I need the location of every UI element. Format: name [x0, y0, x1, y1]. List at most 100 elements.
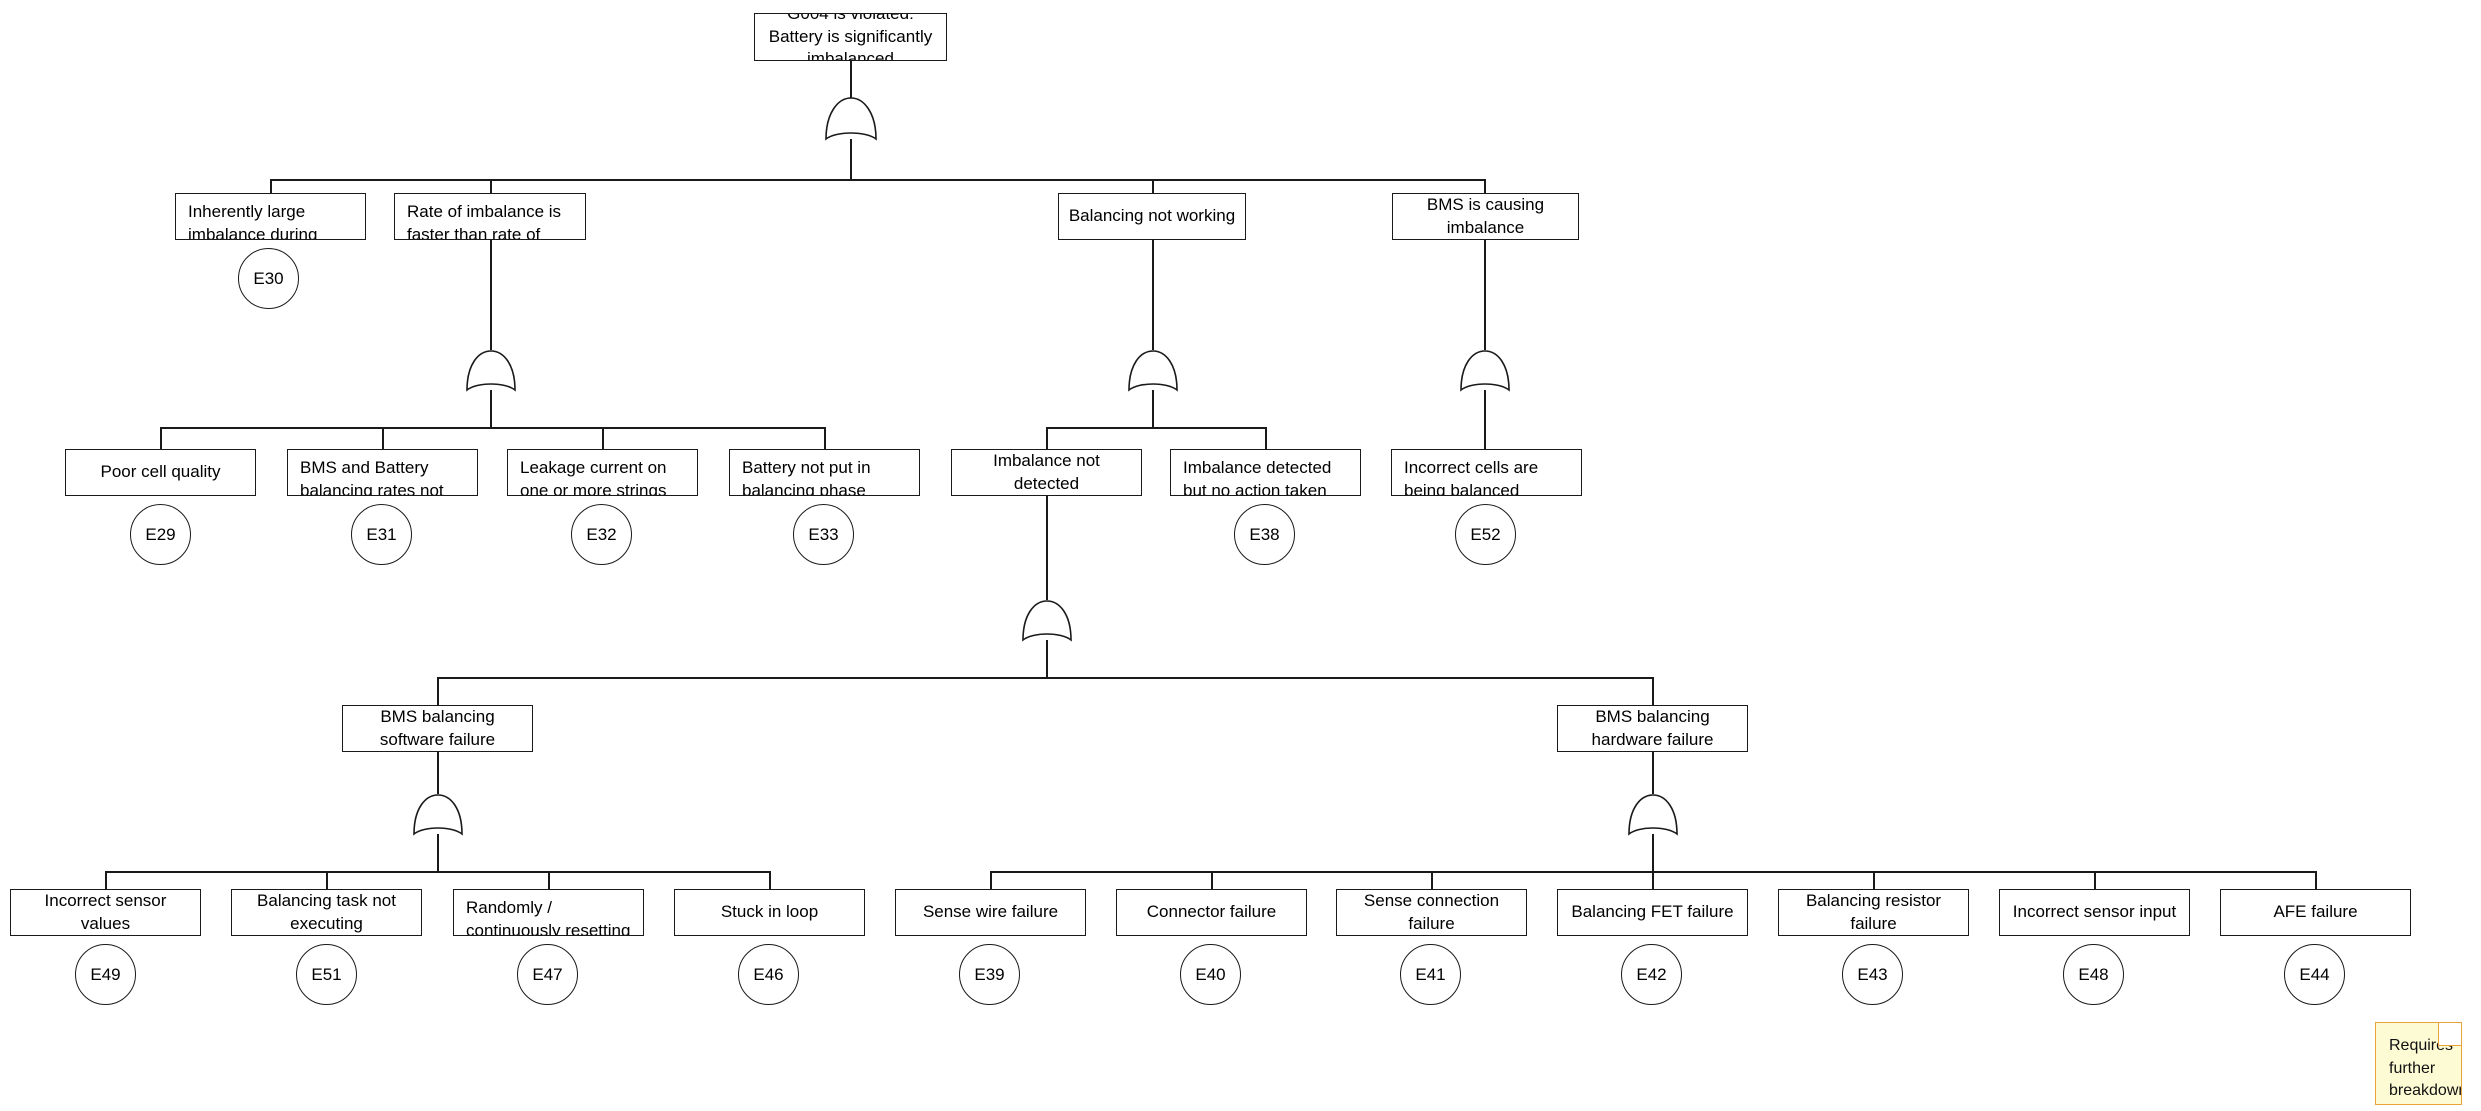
event-circle-e44[interactable]: E44: [2284, 944, 2345, 1005]
connector-gate6-stem: [437, 834, 439, 871]
node-rate-of-imbalance[interactable]: Rate of imbalance is faster than rate of…: [394, 193, 586, 240]
node-label: Sense connection failure: [1363, 890, 1500, 933]
drop-l2-b: [490, 179, 492, 193]
node-balancing-task-not-executing[interactable]: Balancing task not executing: [231, 889, 422, 936]
node-leakage-current[interactable]: Leakage current on one or more strings: [507, 449, 698, 496]
node-incorrect-cells-being-balanced[interactable]: Incorrect cells are being balanced: [1391, 449, 1582, 496]
event-circle-e29[interactable]: E29: [130, 504, 191, 565]
node-label: BMS and Battery balancing rates not matc…: [300, 458, 444, 496]
event-circle-e52[interactable]: E52: [1455, 504, 1516, 565]
event-circle-e47[interactable]: E47: [517, 944, 578, 1005]
node-label: Leakage current on one or more strings: [520, 458, 667, 496]
connector-gate3-stem: [1152, 390, 1154, 427]
or-gate-imbalance-not-detected: [1019, 598, 1075, 646]
node-balancing-not-working[interactable]: Balancing not working: [1058, 193, 1246, 240]
node-label: Connector failure: [1146, 902, 1277, 922]
drop-l3-f: [1265, 427, 1267, 449]
node-stuck-in-loop[interactable]: Stuck in loop: [674, 889, 865, 936]
event-circle-e41[interactable]: E41: [1400, 944, 1461, 1005]
event-circle-e46[interactable]: E46: [738, 944, 799, 1005]
sticky-note-requires-further-breakdown[interactable]: Requires further breakdown: [2375, 1022, 2462, 1105]
drop-l5-f: [1211, 871, 1213, 889]
bus-gate1: [270, 179, 1485, 181]
event-id: E30: [253, 268, 284, 288]
or-gate-hardware-failure: [1625, 792, 1681, 840]
or-gate-software-failure: [410, 792, 466, 840]
drop-l5-k: [2315, 871, 2317, 889]
event-circle-e33[interactable]: E33: [793, 504, 854, 565]
event-circle-e31[interactable]: E31: [351, 504, 412, 565]
node-poor-cell-quality[interactable]: Poor cell quality: [65, 449, 256, 496]
bus-gate2: [160, 427, 825, 429]
event-circle-e39[interactable]: E39: [959, 944, 1020, 1005]
drop-l5-g: [1431, 871, 1433, 889]
node-balancing-resistor-failure[interactable]: Balancing resistor failure: [1778, 889, 1969, 936]
node-label: Stuck in loop: [720, 902, 819, 922]
node-label: AFE failure: [2273, 902, 2358, 922]
or-gate-bms-causing-imbalance: [1457, 348, 1513, 396]
node-randomly-continuously-resetting[interactable]: Randomly / continuously resetting: [453, 889, 644, 936]
node-bms-causing-imbalance[interactable]: BMS is causing imbalance: [1392, 193, 1579, 240]
drop-l5-a: [105, 871, 107, 889]
node-label: Inherently large imbalance during batter…: [188, 202, 318, 240]
node-label: BMS balancing hardware failure: [1591, 706, 1714, 749]
node-label: Imbalance detected but no action taken: [1183, 458, 1332, 496]
connector-l3e-to-gate5: [1046, 496, 1048, 600]
event-circle-e42[interactable]: E42: [1621, 944, 1682, 1005]
node-afe-failure[interactable]: AFE failure: [2220, 889, 2411, 936]
event-circle-e32[interactable]: E32: [571, 504, 632, 565]
event-id: E46: [753, 964, 784, 984]
drop-l5-b: [326, 871, 328, 889]
event-circle-e48[interactable]: E48: [2063, 944, 2124, 1005]
node-sense-wire-failure[interactable]: Sense wire failure: [895, 889, 1086, 936]
node-label: Rate of imbalance is faster than rate of…: [407, 202, 562, 240]
event-circle-e40[interactable]: E40: [1180, 944, 1241, 1005]
drop-l5-d: [769, 871, 771, 889]
node-connector-failure[interactable]: Connector failure: [1116, 889, 1307, 936]
drop-l3-c: [602, 427, 604, 449]
or-gate-rate-of-imbalance: [463, 348, 519, 396]
or-gate-top: [822, 95, 880, 145]
connector-gate7-stem: [1652, 834, 1654, 871]
node-inherently-large-imbalance[interactable]: Inherently large imbalance during batter…: [175, 193, 366, 240]
node-sense-connection-failure[interactable]: Sense connection failure: [1336, 889, 1527, 936]
node-label: Incorrect cells are being balanced: [1404, 458, 1539, 496]
node-label: G004 is violated: Battery is significant…: [768, 13, 933, 61]
node-label: Incorrect sensor values: [44, 890, 167, 933]
event-id: E51: [311, 964, 342, 984]
event-id: E39: [974, 964, 1005, 984]
event-circle-e49[interactable]: E49: [75, 944, 136, 1005]
event-id: E33: [808, 524, 839, 544]
connector-gate4-stem: [1484, 390, 1486, 449]
node-label: Battery not put in balancing phase regul…: [742, 458, 871, 496]
drop-l4-a: [437, 677, 439, 713]
node-balancing-fet-failure[interactable]: Balancing FET failure: [1557, 889, 1748, 936]
event-id: E32: [586, 524, 617, 544]
sticky-note-text: Requires further breakdown: [2389, 1037, 2462, 1100]
node-battery-not-put-in-balancing-phase[interactable]: Battery not put in balancing phase regul…: [729, 449, 920, 496]
event-circle-e51[interactable]: E51: [296, 944, 357, 1005]
event-id: E43: [1857, 964, 1888, 984]
node-bms-battery-rates-not-matched[interactable]: BMS and Battery balancing rates not matc…: [287, 449, 478, 496]
event-circle-e43[interactable]: E43: [1842, 944, 1903, 1005]
node-imbalance-not-detected[interactable]: Imbalance not detected: [951, 449, 1142, 496]
node-bms-balancing-software-failure[interactable]: BMS balancing software failure: [342, 705, 533, 752]
node-incorrect-sensor-input[interactable]: Incorrect sensor input: [1999, 889, 2190, 936]
drop-l3-e: [1046, 427, 1048, 449]
event-circle-e30[interactable]: E30: [238, 248, 299, 309]
node-label: Randomly / continuously resetting: [466, 898, 631, 936]
node-imbalance-detected-no-action[interactable]: Imbalance detected but no action taken: [1170, 449, 1361, 496]
event-circle-e38[interactable]: E38: [1234, 504, 1295, 565]
event-id: E52: [1470, 524, 1501, 544]
event-id: E42: [1636, 964, 1667, 984]
node-top-event[interactable]: G004 is violated: Battery is significant…: [754, 13, 947, 61]
event-id: E31: [366, 524, 397, 544]
node-label: Sense wire failure: [922, 902, 1059, 922]
sticky-fold-corner-icon: [2438, 1023, 2461, 1046]
node-bms-balancing-hardware-failure[interactable]: BMS balancing hardware failure: [1557, 705, 1748, 752]
connector-gate1-stem: [850, 139, 852, 179]
event-id: E44: [2299, 964, 2330, 984]
event-id: E47: [532, 964, 563, 984]
node-incorrect-sensor-values[interactable]: Incorrect sensor values: [10, 889, 201, 936]
